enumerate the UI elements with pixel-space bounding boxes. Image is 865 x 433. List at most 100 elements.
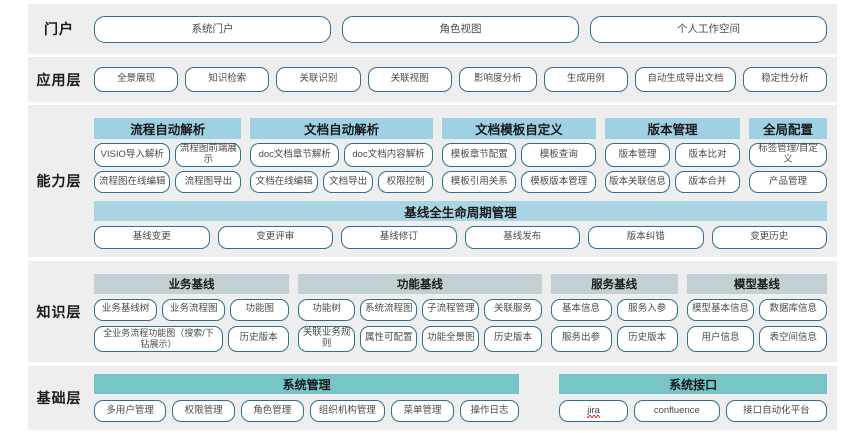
cap-pill-flow-frontend[interactable]: 流程图前端展 示 [175, 143, 242, 167]
base-pill-api-platform[interactable]: 接口自动化平台 [725, 400, 827, 422]
layer-body-foundation: 系统管理 多用户管理 权限管理 角色管理 组织机构管理 菜单管理 操作日志 系统… [90, 366, 837, 430]
know-pill-service-output[interactable]: 服务出参 [550, 325, 612, 352]
app-button-autodoc[interactable]: 自动生成导出文档 [634, 67, 736, 92]
know-pill-service-history[interactable]: 历史版本 [616, 325, 678, 352]
cap-pill-doc-chapter-parse[interactable]: doc文档章节解析 [250, 143, 340, 167]
lifecycle-pill-version-fix[interactable]: 版本纠错 [588, 226, 704, 249]
base-pill-multiuser[interactable]: 多用户管理 [94, 400, 167, 422]
know-group-header-model: 模型基线 [686, 273, 828, 294]
app-button-testcase[interactable]: 生成用例 [543, 67, 628, 92]
base-pill-confluence[interactable]: confluence [633, 400, 720, 422]
cap-pill-doc-export[interactable]: 文档导出 [322, 171, 374, 193]
cap-pill-flow-online-edit[interactable]: 流程图在线编辑 [94, 171, 171, 193]
layer-label-foundation: 基础层 [36, 390, 82, 406]
base-pill-org[interactable]: 组织机构管理 [309, 400, 386, 422]
know-group-business: 业务基线 业务基线树 业务流程图 功能图 全业务流程功能图（搜索/下 钻展示） … [94, 273, 290, 352]
base-group-sysmgmt: 系统管理 多用户管理 权限管理 角色管理 组织机构管理 菜单管理 操作日志 [94, 374, 520, 422]
portal-button-3[interactable]: 个人工作空间 [590, 15, 827, 43]
cap-pill-template-reference[interactable]: 模板引用关系 [441, 171, 517, 193]
portal-button-2[interactable]: 角色视图 [342, 15, 579, 43]
base-pill-role[interactable]: 角色管理 [240, 400, 304, 422]
know-group-header-service: 服务基线 [550, 273, 678, 294]
lifecycle-pill-baseline-change[interactable]: 基线变更 [94, 226, 210, 249]
know-group-model: 模型基线 模型基本信息 数据库信息 用户信息 表空间信息 [686, 273, 828, 352]
layer-label-capability: 能力层 [36, 173, 82, 189]
know-pill-user-info[interactable]: 用户信息 [686, 325, 755, 352]
cap-group-header-global: 全局配置 [749, 118, 827, 139]
base-pill-jira[interactable]: jira [559, 400, 628, 422]
know-pill-function-map[interactable]: 功能图 [230, 298, 290, 321]
know-pill-subprocess-manage[interactable]: 子流程管理 [422, 298, 480, 321]
know-pill-related-service[interactable]: 关联服务 [484, 298, 542, 321]
portal-button-1[interactable]: 系统门户 [94, 15, 331, 43]
layer-body-application: 全景展现 知识检索 关联识别 关联视图 影响度分析 生成用例 自动生成导出文档 … [90, 57, 837, 102]
know-pill-function-panorama[interactable]: 功能全景图 [422, 325, 480, 352]
know-pill-business-history[interactable]: 历史版本 [228, 325, 290, 352]
lifecycle-pill-change-review[interactable]: 变更评审 [217, 226, 333, 249]
know-pill-business-baseline-tree[interactable]: 业务基线树 [94, 298, 158, 321]
cap-pill-permission-control[interactable]: 权限控制 [378, 171, 433, 193]
cap-pill-doc-online-edit[interactable]: 文档在线编辑 [250, 171, 318, 193]
base-group-header-sysapi: 系统接口 [559, 374, 827, 394]
know-pill-attr-config[interactable]: 属性可配置 [360, 325, 418, 352]
layer-band-portal: 门户 系统门户 角色视图 个人工作空间 [28, 4, 837, 54]
know-pill-business-rules[interactable]: 关联业务规则 [298, 325, 356, 352]
know-pill-service-basic[interactable]: 基本信息 [550, 298, 612, 321]
cap-pill-version-compare[interactable]: 版本比对 [675, 143, 741, 167]
app-button-relation-view[interactable]: 关联视图 [367, 67, 452, 92]
app-button-search[interactable]: 知识检索 [185, 67, 270, 92]
cap-group-global: 全局配置 标签管理/自定 义 产品管理 [749, 118, 827, 193]
know-pill-function-tree[interactable]: 功能树 [298, 298, 356, 321]
cap-pill-version-relation[interactable]: 版本关联信息 [605, 171, 671, 193]
lifecycle-pill-change-history[interactable]: 变更历史 [711, 226, 827, 249]
know-group-header-function: 功能基线 [298, 273, 542, 294]
cap-group-template: 文档模板自定义 模板章节配置 模板查询 模板引用关系 模板版本管理 [441, 118, 597, 193]
layer-band-application: 应用层 全景展现 知识检索 关联识别 关联视图 影响度分析 生成用例 自动生成导… [28, 57, 837, 102]
cap-pill-doc-content-parse[interactable]: doc文档内容解析 [344, 143, 433, 167]
know-group-function: 功能基线 功能树 系统流程图 子流程管理 关联服务 关联业务规则 属性可配置 功… [298, 273, 542, 352]
layer-band-foundation: 基础层 系统管理 多用户管理 权限管理 角色管理 组织机构管理 菜单管理 操作日… [28, 366, 837, 430]
know-pill-function-history[interactable]: 历史版本 [484, 325, 542, 352]
layer-band-knowledge: 知识层 业务基线 业务基线树 业务流程图 功能图 全业务流程功能图（搜索/下 钻… [28, 261, 837, 362]
layer-label-application: 应用层 [36, 71, 82, 88]
know-pill-service-input[interactable]: 服务入参 [616, 298, 678, 321]
know-pill-system-flow[interactable]: 系统流程图 [360, 298, 418, 321]
cap-pill-template-version[interactable]: 模板版本管理 [521, 171, 597, 193]
layer-body-portal: 系统门户 角色视图 个人工作空间 [90, 4, 837, 54]
cap-pill-flow-export[interactable]: 流程图导出 [175, 171, 242, 193]
jira-label: jira [587, 404, 600, 419]
cap-group-header-process: 流程自动解析 [94, 118, 242, 139]
cap-pill-tag-manage[interactable]: 标签管理/自定 义 [749, 143, 827, 167]
app-button-stability[interactable]: 稳定性分析 [742, 67, 828, 92]
cap-pill-version-manage[interactable]: 版本管理 [605, 143, 671, 167]
cap-group-doc: 文档自动解析 doc文档章节解析 doc文档内容解析 文档在线编辑 文档导出 权… [250, 118, 433, 193]
cap-pill-version-merge[interactable]: 版本合并 [675, 171, 741, 193]
cap-pill-product-manage[interactable]: 产品管理 [749, 171, 827, 193]
layer-label-knowledge: 知识层 [36, 303, 82, 320]
cap-group-version: 版本管理 版本管理 版本比对 版本关联信息 版本合并 [605, 118, 741, 193]
cap-pill-template-query[interactable]: 模板查询 [521, 143, 597, 167]
lifecycle-pill-baseline-release[interactable]: 基线发布 [464, 226, 580, 249]
know-pill-full-business-flow[interactable]: 全业务流程功能图（搜索/下 钻展示） [94, 325, 224, 352]
know-group-service: 服务基线 基本信息 服务入参 服务出参 历史版本 [550, 273, 678, 352]
cap-pill-template-chapter-config[interactable]: 模板章节配置 [441, 143, 517, 167]
know-pill-business-flow[interactable]: 业务流程图 [162, 298, 226, 321]
base-group-header-sysmgmt: 系统管理 [94, 374, 520, 394]
base-pill-permission[interactable]: 权限管理 [172, 400, 235, 422]
app-button-relation-id[interactable]: 关联识别 [276, 67, 361, 92]
base-pill-menu[interactable]: 菜单管理 [391, 400, 454, 422]
app-button-impact[interactable]: 影响度分析 [458, 67, 537, 92]
cap-lifecycle-header: 基线全生命周期管理 [94, 201, 827, 221]
know-pill-tablespace-info[interactable]: 表空间信息 [759, 325, 828, 352]
know-pill-model-basic[interactable]: 模型基本信息 [686, 298, 755, 321]
base-pill-oplog[interactable]: 操作日志 [459, 400, 520, 422]
layer-band-capability: 能力层 流程自动解析 VISIO导入解析 流程图前端展 示 流程图在线编辑 流程… [28, 105, 837, 257]
lifecycle-pill-baseline-revise[interactable]: 基线修订 [341, 226, 457, 249]
know-pill-db-info[interactable]: 数据库信息 [759, 298, 828, 321]
cap-pill-visio-parse[interactable]: VISIO导入解析 [94, 143, 171, 167]
app-button-panorama[interactable]: 全景展现 [94, 67, 179, 92]
layer-label-portal: 门户 [44, 21, 74, 37]
layer-body-knowledge: 业务基线 业务基线树 业务流程图 功能图 全业务流程功能图（搜索/下 钻展示） … [90, 261, 837, 362]
know-group-header-business: 业务基线 [94, 273, 290, 294]
